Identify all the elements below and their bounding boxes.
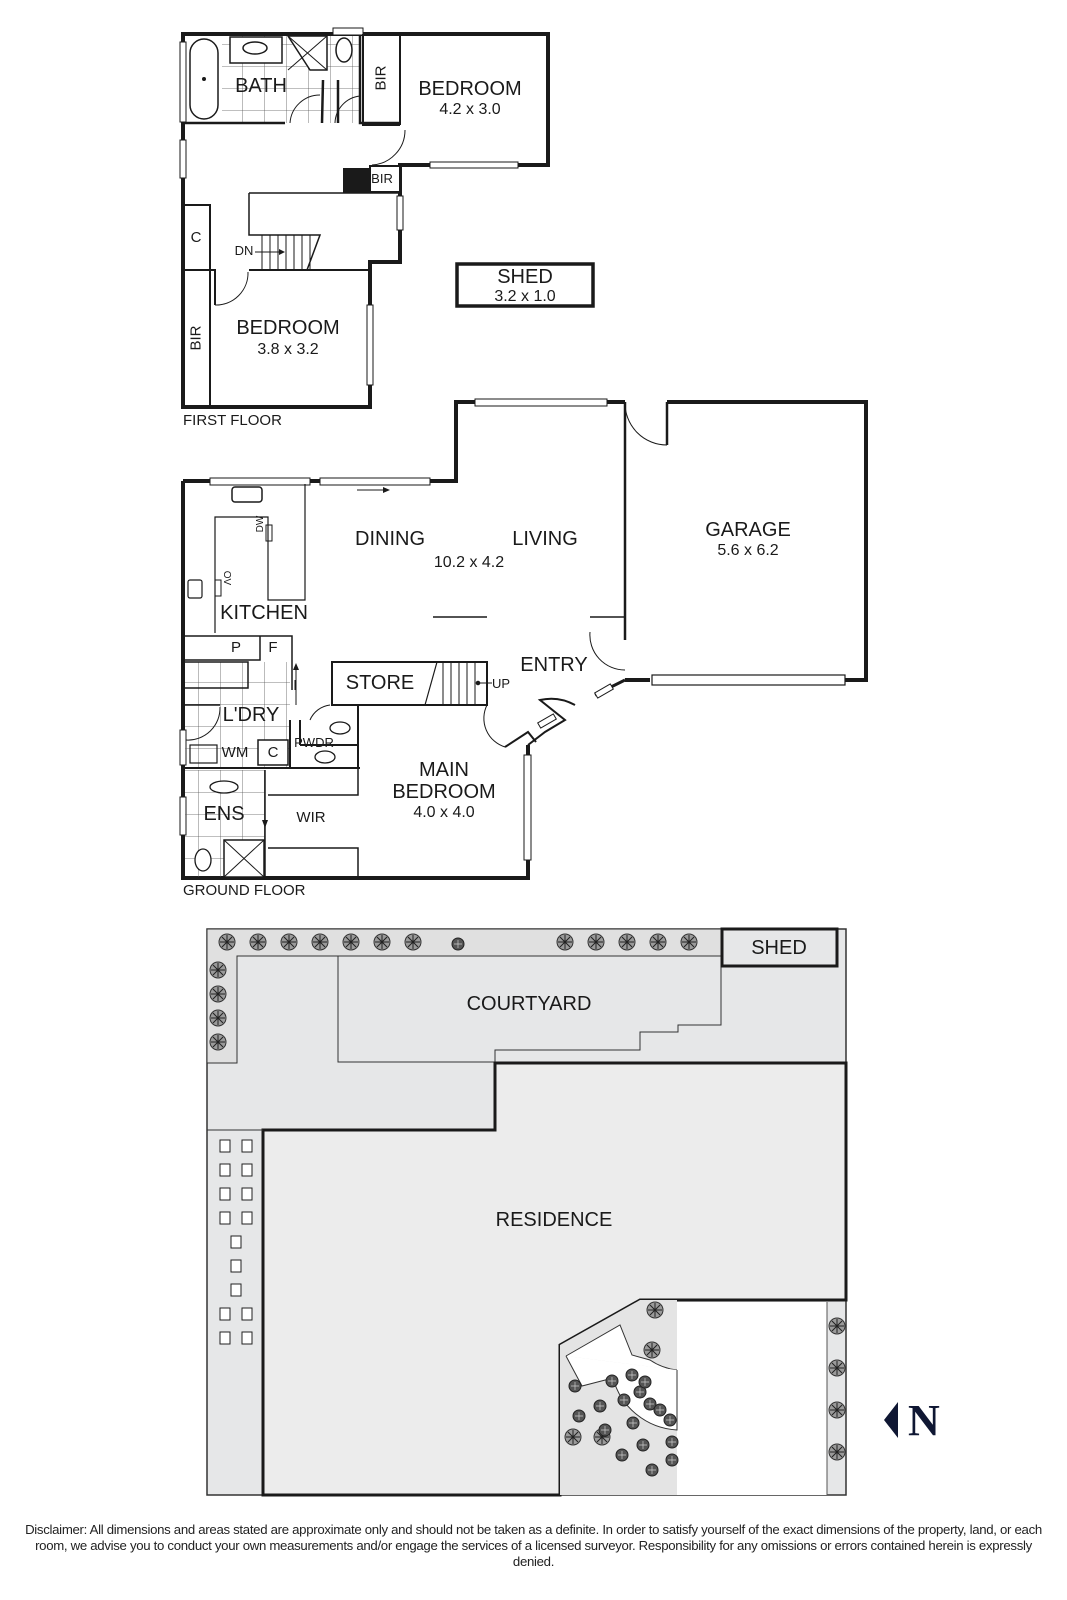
room-label-bir-2: BIR: [371, 171, 393, 186]
room-dims-garage: 5.6 x 6.2: [717, 542, 779, 559]
north-compass: N: [884, 1396, 940, 1445]
room-label-main-bedroom-line2: BEDROOM: [392, 781, 496, 803]
room-label-pantry: P: [230, 639, 242, 656]
first-floor-caption: FIRST FLOOR: [183, 412, 282, 429]
room-label-ensuite: ENS: [203, 803, 245, 825]
room-label-linen: C: [190, 229, 202, 246]
room-label-dining: DINING: [355, 528, 425, 550]
room-label-shed: SHED: [497, 266, 553, 288]
room-dims-dining-living: 10.2 x 4.2: [433, 554, 505, 571]
site-label-courtyard: COURTYARD: [466, 993, 592, 1015]
room-label-entry: ENTRY: [520, 654, 588, 676]
room-label-laundry: L'DRY: [222, 704, 280, 726]
appliance-label-oven: OV: [221, 570, 232, 586]
room-label-bir-3: BIR: [187, 325, 205, 351]
room-dims-main-bedroom: 4.0 x 4.0: [413, 804, 475, 821]
room-label-living: LIVING: [512, 528, 578, 550]
room-label-fridge: F: [268, 639, 278, 656]
room-label-wir: WIR: [296, 809, 326, 826]
disclaimer-text: Disclaimer: All dimensions and areas sta…: [25, 1522, 1042, 1569]
site-label-residence: RESIDENCE: [495, 1209, 613, 1231]
ground-floor-caption: GROUND FLOOR: [183, 882, 306, 899]
room-label-store: STORE: [345, 672, 415, 694]
room-label-main-bedroom-line1: MAIN: [419, 759, 469, 781]
room-dims-bedroom-1: 4.2 x 3.0: [439, 101, 501, 118]
room-dims-shed: 3.2 x 1.0: [494, 288, 556, 305]
room-label-bath: BATH: [235, 75, 287, 97]
room-label-garage: GARAGE: [705, 519, 791, 541]
room-label-bir-1: BIR: [372, 65, 390, 91]
site-label-shed: SHED: [751, 937, 807, 959]
north-arrow-icon: [884, 1402, 898, 1438]
shed-outline: [455, 262, 595, 308]
stairs-label-up: UP: [491, 676, 511, 691]
site-plan: [206, 927, 848, 1497]
stairs-label-down: DN: [234, 243, 254, 258]
room-dims-bedroom-2: 3.8 x 3.2: [257, 341, 319, 358]
first-floor-plan: [179, 27, 550, 409]
room-label-kitchen: KITCHEN: [220, 602, 308, 624]
room-label-washing-machine: WM: [221, 744, 249, 761]
room-label-bedroom-1: BEDROOM: [418, 78, 522, 100]
ground-floor-plan: [179, 398, 868, 880]
room-label-powder: PWDR: [294, 735, 334, 750]
room-label-cupboard: C: [267, 744, 279, 761]
north-label: N: [908, 1395, 940, 1445]
room-label-bedroom-2: BEDROOM: [236, 317, 340, 339]
appliance-label-dishwasher: DW: [255, 515, 266, 533]
